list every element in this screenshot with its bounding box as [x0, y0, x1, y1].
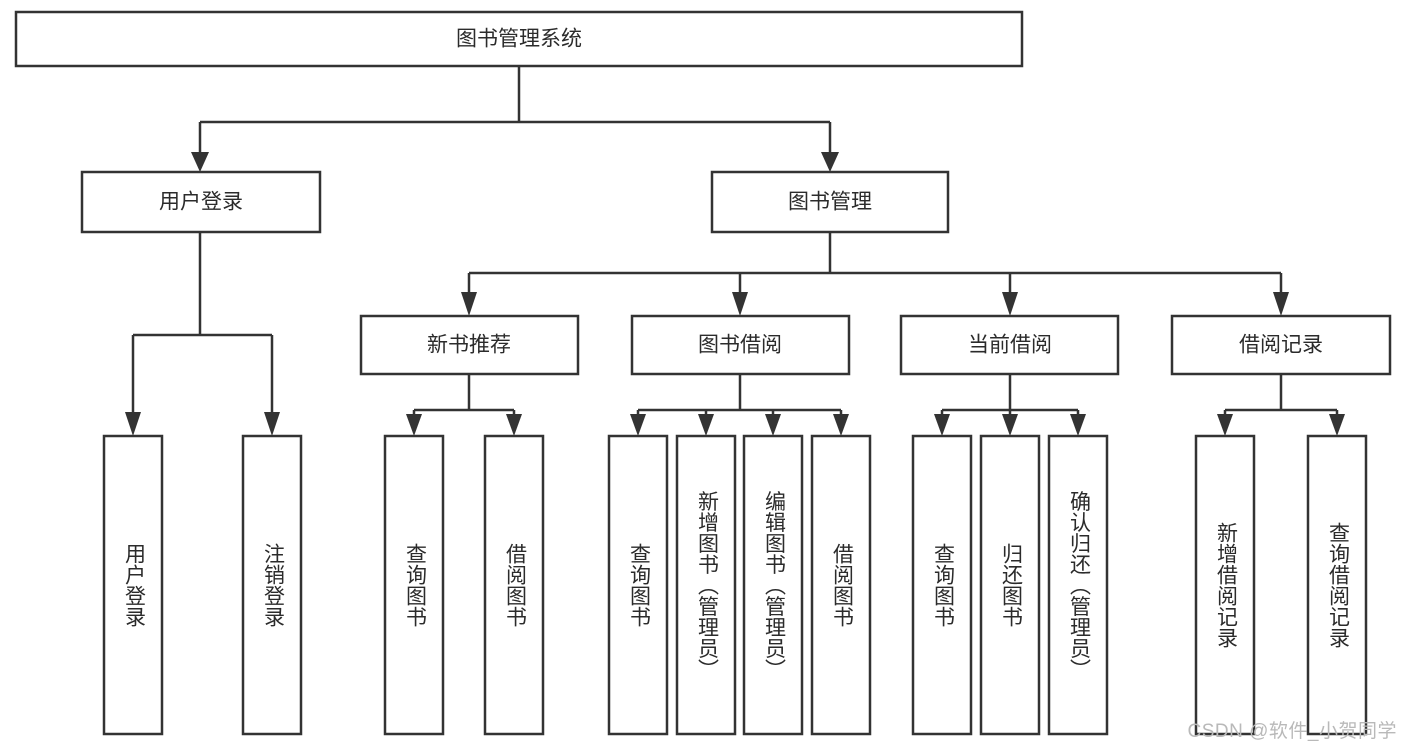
node-box: [607, 434, 669, 736]
node-box: [102, 434, 164, 736]
node-box: [979, 434, 1041, 736]
node-box: [241, 434, 303, 736]
leaf-node-newbook-query-book[interactable]: 查询图书: [383, 434, 445, 736]
node-label: 借阅记录: [1239, 334, 1323, 357]
arrow-head-icon: [1217, 414, 1233, 436]
node-label: 用户登录: [159, 191, 243, 214]
node-label: 图书管理系统: [456, 28, 582, 51]
connector-newbook-to-leaves: [406, 374, 522, 436]
node-label: 新增图书（管理员）: [695, 491, 719, 680]
node-box: [710, 170, 950, 234]
node-user-login[interactable]: 用户登录: [80, 170, 322, 234]
node-label: 查询图书: [627, 543, 651, 627]
node-label: 确认归还（管理员）: [1067, 491, 1091, 680]
leaf-node-currentborrow-confirm-return-admin[interactable]: 确认归还（管理员）: [1047, 434, 1109, 736]
leaf-node-bookborrow-borrow-book[interactable]: 借阅图书: [810, 434, 872, 736]
node-box: [675, 434, 737, 736]
connector-userlogin-to-leaves: [125, 232, 280, 436]
arrow-head-icon: [1070, 414, 1086, 436]
node-label: 当前借阅: [968, 334, 1052, 357]
node-box: [1047, 434, 1109, 736]
node-label: 新书推荐: [427, 334, 511, 357]
arrow-head-icon: [461, 292, 477, 316]
arrow-head-icon: [698, 414, 714, 436]
node-label: 图书管理: [788, 191, 872, 214]
node-label: 编辑图书（管理员）: [762, 491, 786, 680]
node-box: [1194, 434, 1256, 736]
node-book-management[interactable]: 图书管理: [710, 170, 950, 234]
leaf-node-newbook-borrow-book[interactable]: 借阅图书: [483, 434, 545, 736]
leaf-node-borrowrecord-add-record[interactable]: 新增借阅记录: [1194, 434, 1256, 736]
arrow-head-icon: [264, 412, 280, 436]
arrow-head-icon: [125, 412, 141, 436]
node-box: [810, 434, 872, 736]
node-box: [1306, 434, 1368, 736]
node-box: [359, 314, 580, 376]
node-label: 用户登录: [122, 543, 146, 627]
arrow-head-icon: [821, 152, 839, 172]
node-label: 借阅图书: [503, 543, 527, 627]
node-root-book-management-system[interactable]: 图书管理系统: [14, 10, 1024, 68]
connector-root-to-level2: [191, 66, 839, 172]
node-label: 图书借阅: [698, 334, 782, 357]
node-box: [383, 434, 445, 736]
connector-currentborrow-to-leaves: [934, 374, 1086, 436]
node-box: [630, 314, 851, 376]
node-current-borrow[interactable]: 当前借阅: [899, 314, 1120, 376]
arrow-head-icon: [934, 414, 950, 436]
node-box: [899, 314, 1120, 376]
leaf-node-bookborrow-query-book[interactable]: 查询图书: [607, 434, 669, 736]
arrow-head-icon: [191, 152, 209, 172]
leaf-node-borrowrecord-query-record[interactable]: 查询借阅记录: [1306, 434, 1368, 736]
arrow-head-icon: [1002, 414, 1018, 436]
leaf-node-user-login-logout[interactable]: 注销登录: [241, 434, 303, 736]
node-label: 注销登录: [261, 543, 285, 627]
node-box: [14, 10, 1024, 68]
leaf-node-currentborrow-query-book[interactable]: 查询图书: [911, 434, 973, 736]
arrow-head-icon: [765, 414, 781, 436]
node-label: 查询借阅记录: [1326, 522, 1350, 648]
node-box: [483, 434, 545, 736]
node-book-borrow[interactable]: 图书借阅: [630, 314, 851, 376]
node-label: 新增借阅记录: [1214, 522, 1238, 648]
node-new-book-recommend[interactable]: 新书推荐: [359, 314, 580, 376]
arrow-head-icon: [506, 414, 522, 436]
node-label: 借阅图书: [830, 543, 854, 627]
node-box: [911, 434, 973, 736]
connector-bookborrow-to-leaves: [630, 374, 849, 436]
arrow-head-icon: [833, 414, 849, 436]
leaf-node-currentborrow-return-book[interactable]: 归还图书: [979, 434, 1041, 736]
node-borrow-record[interactable]: 借阅记录: [1170, 314, 1392, 376]
node-box: [80, 170, 322, 234]
leaf-node-bookborrow-edit-book-admin[interactable]: 编辑图书（管理员）: [742, 434, 804, 736]
arrow-head-icon: [630, 414, 646, 436]
leaf-node-bookborrow-add-book-admin[interactable]: 新增图书（管理员）: [675, 434, 737, 736]
connector-bookmgmt-to-level3: [461, 232, 1289, 316]
arrow-head-icon: [1273, 292, 1289, 316]
arrow-head-icon: [732, 292, 748, 316]
node-box: [742, 434, 804, 736]
node-label: 归还图书: [999, 543, 1023, 627]
arrow-head-icon: [406, 414, 422, 436]
node-box: [1170, 314, 1392, 376]
leaf-node-user-login-login[interactable]: 用户登录: [102, 434, 164, 736]
arrow-head-icon: [1329, 414, 1345, 436]
node-label: 查询图书: [403, 543, 427, 627]
connector-borrowrecord-to-leaves: [1217, 374, 1345, 436]
node-label: 查询图书: [931, 543, 955, 627]
arrow-head-icon: [1002, 292, 1018, 316]
